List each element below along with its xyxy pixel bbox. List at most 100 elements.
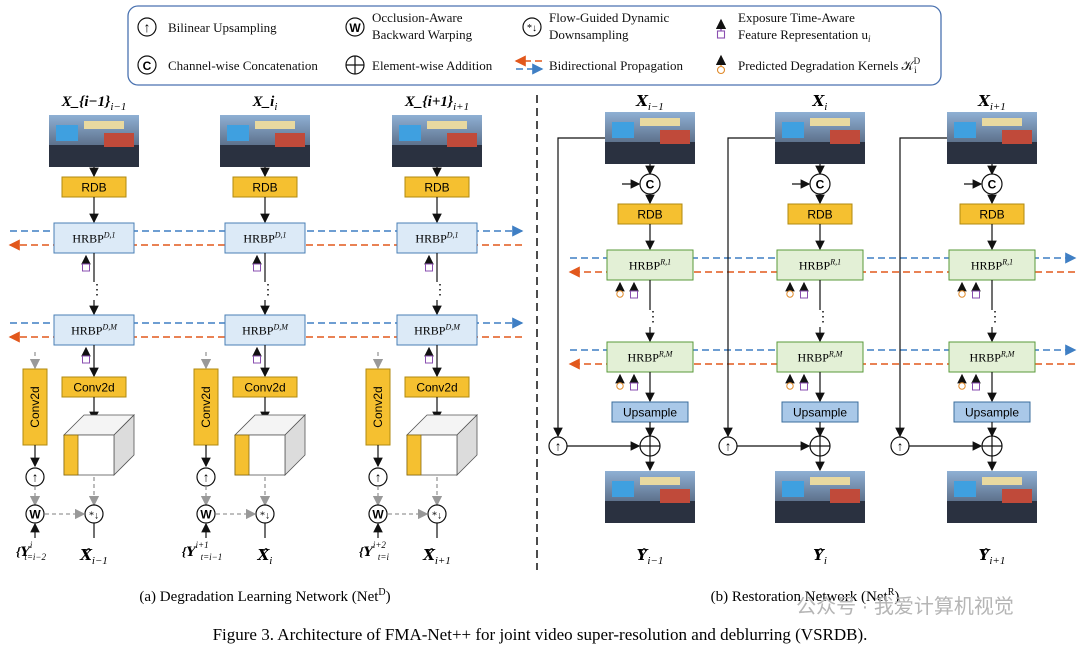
dynamic-downsampling-icon: *↓	[522, 17, 542, 37]
svg-text:HRBPD,1: HRBPD,1	[72, 231, 115, 246]
kernel-volume	[63, 414, 135, 476]
legend-exposure-label-2: Feature Representation ui	[738, 27, 871, 44]
ellipsis: ⋮	[433, 283, 447, 298]
right-rdb-box: RDB	[617, 203, 683, 225]
svg-text:RDB: RDB	[424, 181, 449, 195]
left-output-label: 𝑿̂i+1	[422, 548, 451, 567]
left-hrbp1-box: HRBPD,1	[53, 222, 135, 254]
svg-text:↑: ↑	[555, 439, 562, 454]
dynamic-downsampling-op: *↓	[427, 504, 447, 524]
left-hrbpM-box: HRBPD,M	[53, 314, 135, 346]
left-hrbpM-box: HRBPD,M	[396, 314, 478, 346]
caption-a: (a) Degradation Learning Network (NetD)	[139, 587, 390, 605]
svg-text:↑: ↑	[375, 470, 382, 485]
svg-text:HRBPR,1: HRBPR,1	[971, 258, 1013, 273]
svg-text:↑: ↑	[32, 470, 39, 485]
svg-text:C: C	[646, 178, 655, 192]
left-frame-label: X_ii	[252, 94, 278, 113]
bidirectional-arrows-icon	[514, 55, 544, 75]
svg-text:W: W	[349, 21, 361, 35]
right-hrbpM-box: HRBPR,M	[948, 341, 1036, 373]
degradation-kernel-icon	[715, 54, 727, 75]
svg-text:HRBPD,M: HRBPD,M	[242, 323, 289, 338]
svg-text:HRBPD,M: HRBPD,M	[71, 323, 118, 338]
exposure-feature-icon	[971, 281, 981, 299]
figure-caption: Figure 3. Architecture of FMA-Net++ for …	[213, 625, 868, 644]
bilinear-upsampling-op: ↑	[196, 467, 216, 487]
left-input-frame	[392, 115, 482, 167]
legend-bidirectional-label: Bidirectional Propagation	[549, 58, 683, 73]
addition-op	[981, 435, 1003, 457]
svg-text:↑: ↑	[897, 439, 904, 454]
right-upsample-box: Upsample	[953, 401, 1031, 423]
left-hrbp1-box: HRBPD,1	[396, 222, 478, 254]
svg-text:RDB: RDB	[252, 181, 277, 195]
watermark: 公众号 · 我爱计算机视觉	[796, 595, 1014, 618]
right-output-frame	[775, 471, 865, 523]
exposure-feature-icon	[799, 373, 809, 391]
right-output-label: 𝒀̂i−1	[637, 548, 664, 567]
left-rdb-box: RDB	[61, 176, 127, 198]
legend-frame	[127, 5, 942, 86]
degradation-learning-network: X_{i−1}i−1RDBHRBPD,1⋮HRBPD,MConv2d*↓𝑿̂i−…	[8, 94, 524, 567]
svg-text:Upsample: Upsample	[623, 406, 677, 420]
svg-text:Conv2d: Conv2d	[73, 381, 114, 395]
svg-text:*↓: *↓	[527, 23, 537, 34]
svg-text:↑: ↑	[725, 439, 732, 454]
concatenation-icon: C	[137, 55, 157, 75]
left-rdb-box: RDB	[232, 176, 298, 198]
svg-text:↑: ↑	[144, 21, 151, 36]
exposure-feature-icon	[252, 346, 262, 364]
legend-concat-label: Channel-wise Concatenation	[168, 58, 318, 73]
svg-text:RDB: RDB	[637, 208, 662, 222]
right-input-frame	[775, 112, 865, 164]
right-frame-label: 𝑿i−1	[635, 94, 664, 113]
warping-op: W	[25, 504, 45, 524]
exposure-feature-icon	[971, 373, 981, 391]
exposure-feature-icon	[799, 281, 809, 299]
right-input-frame	[947, 112, 1037, 164]
skip-connection-line	[895, 137, 947, 438]
svg-text:*↓: *↓	[260, 511, 270, 522]
svg-text:HRBPD,M: HRBPD,M	[414, 323, 461, 338]
svg-text:W: W	[29, 508, 41, 522]
svg-text:Upsample: Upsample	[793, 406, 847, 420]
svg-text:Conv2d: Conv2d	[28, 386, 42, 427]
svg-text:HRBPR,M: HRBPR,M	[970, 350, 1016, 365]
bilinear-upsampling-icon: ↑	[137, 17, 157, 37]
legend-bilinear-label: Bilinear Upsampling	[168, 20, 277, 35]
left-output-label: 𝑿̂i	[257, 548, 273, 567]
ellipsis: ⋮	[816, 310, 830, 325]
svg-text:HRBPR,M: HRBPR,M	[628, 350, 674, 365]
addition-op	[809, 435, 831, 457]
right-hrbp1-box: HRBPR,1	[776, 249, 864, 281]
skip-connection-line	[723, 137, 775, 438]
svg-text:RDB: RDB	[81, 181, 106, 195]
svg-text:*↓: *↓	[89, 511, 99, 522]
ellipsis: ⋮	[90, 283, 104, 298]
warping-op: W	[196, 504, 216, 524]
exposure-feature-icon	[424, 346, 434, 364]
svg-text:*↓: *↓	[432, 511, 442, 522]
svg-text:Conv2d: Conv2d	[371, 386, 385, 427]
exposure-feature-icon	[715, 18, 727, 39]
ellipsis: ⋮	[261, 283, 275, 298]
left-hrbpM-box: HRBPD,M	[224, 314, 306, 346]
svg-text:↑: ↑	[203, 470, 210, 485]
svg-text:HRBPD,1: HRBPD,1	[415, 231, 458, 246]
dynamic-downsampling-op: *↓	[84, 504, 104, 524]
svg-text:Upsample: Upsample	[965, 406, 1019, 420]
exposure-feature-icon	[629, 373, 639, 391]
right-output-label: 𝒀̂i	[813, 548, 827, 567]
legend-warping-label-2: Backward Warping	[372, 27, 473, 42]
right-hrbpM-box: HRBPR,M	[606, 341, 694, 373]
bilinear-upsampling-op: ↑	[368, 467, 388, 487]
legend-warping-label-1: Occlusion-Aware	[372, 10, 463, 25]
left-hrbp1-box: HRBPD,1	[224, 222, 306, 254]
concatenation-op: C	[981, 173, 1003, 195]
exposure-feature-icon	[81, 346, 91, 364]
left-rdb-box: RDB	[404, 176, 470, 198]
